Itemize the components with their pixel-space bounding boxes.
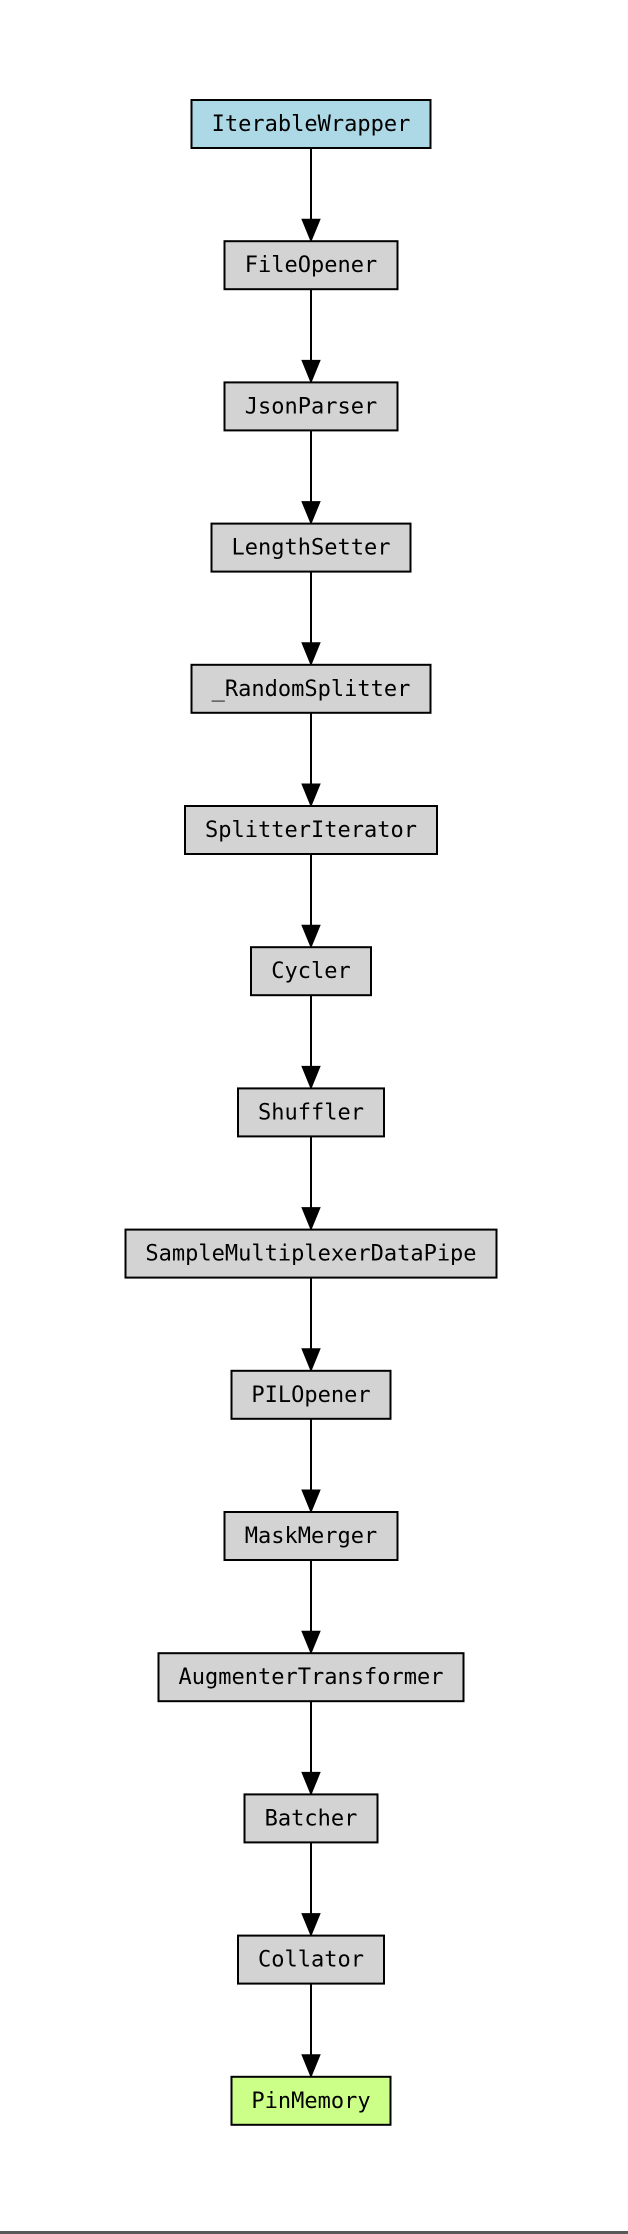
node-box-cycler xyxy=(250,946,372,997)
arrowhead-icon xyxy=(301,642,321,667)
edge-iterable-wrapper-to-file-opener xyxy=(301,148,321,243)
node-sample-multiplexer: SampleMultiplexerDataPipe xyxy=(124,1228,498,1279)
node-box-mask-merger xyxy=(223,1511,399,1561)
arrowhead-icon xyxy=(301,1489,321,1514)
arrowhead-icon xyxy=(301,1913,321,1937)
node-label-file-opener: FileOpener xyxy=(245,253,377,278)
bottom-border xyxy=(0,2231,628,2234)
arrowhead-icon xyxy=(301,501,321,525)
node-label-augmenter-transformer: AugmenterTransformer xyxy=(179,1665,444,1690)
edge-json-parser-to-length-setter xyxy=(301,430,321,525)
node-box-pil-opener xyxy=(230,1369,392,1420)
node-box-pin-memory xyxy=(230,2075,392,2126)
edge-file-opener-to-json-parser xyxy=(301,289,321,384)
node-label-json-parser: JsonParser xyxy=(245,394,377,419)
node-shuffler: Shuffler xyxy=(237,1087,385,1138)
edge-collator-to-pin-memory xyxy=(301,1983,321,2079)
node-label-shuffler: Shuffler xyxy=(258,1100,364,1125)
arrowhead-icon xyxy=(301,359,321,384)
node-file-opener: FileOpener xyxy=(223,240,399,291)
nodes-layer: IterableWrapperFileOpenerJsonParserLengt… xyxy=(124,99,498,2126)
node-label-mask-merger: MaskMerger xyxy=(245,1524,377,1549)
edge-cycler-to-shuffler xyxy=(301,995,321,1090)
node-label-batcher: Batcher xyxy=(265,1806,358,1831)
edge-random-splitter-to-splitter-iterator xyxy=(301,712,321,808)
edge-shuffler-to-sample-multiplexer xyxy=(301,1136,321,1231)
node-random-splitter: _RandomSplitter xyxy=(190,663,432,714)
node-augmenter-transformer: AugmenterTransformer xyxy=(157,1652,465,1703)
node-label-random-splitter: _RandomSplitter xyxy=(212,677,411,702)
node-box-sample-multiplexer xyxy=(124,1228,498,1279)
arrowhead-icon xyxy=(301,1630,321,1655)
arrowhead-icon xyxy=(301,924,321,949)
node-pin-memory: PinMemory xyxy=(230,2075,392,2126)
arrowhead-icon xyxy=(301,1207,321,1231)
arrowhead-icon xyxy=(301,1348,321,1373)
node-box-iterable-wrapper xyxy=(190,99,432,149)
node-box-splitter-iterator xyxy=(184,805,438,855)
edge-length-setter-to-random-splitter xyxy=(301,571,321,667)
node-box-batcher xyxy=(243,1793,379,1844)
node-box-augmenter-transformer xyxy=(157,1652,465,1703)
node-pil-opener: PILOpener xyxy=(230,1369,392,1420)
node-box-collator xyxy=(237,1934,385,1985)
node-label-iterable-wrapper: IterableWrapper xyxy=(212,112,411,137)
node-label-pil-opener: PILOpener xyxy=(251,1383,370,1408)
node-splitter-iterator: SplitterIterator xyxy=(184,805,438,855)
edge-batcher-to-collator xyxy=(301,1842,321,1937)
node-label-sample-multiplexer: SampleMultiplexerDataPipe xyxy=(145,1242,476,1267)
node-box-file-opener xyxy=(223,240,399,291)
arrowhead-icon xyxy=(301,1771,321,1796)
edge-splitter-iterator-to-cycler xyxy=(301,854,321,949)
node-iterable-wrapper: IterableWrapper xyxy=(190,99,432,149)
arrowhead-icon xyxy=(301,1065,321,1090)
arrowhead-icon xyxy=(301,2054,321,2079)
node-box-length-setter xyxy=(210,522,412,573)
edge-pil-opener-to-mask-merger xyxy=(301,1418,321,1514)
arrowhead-icon xyxy=(301,783,321,808)
node-mask-merger: MaskMerger xyxy=(223,1511,399,1561)
arrowhead-icon xyxy=(301,218,321,243)
node-batcher: Batcher xyxy=(243,1793,379,1844)
node-label-splitter-iterator: SplitterIterator xyxy=(205,818,417,843)
edge-augmenter-transformer-to-batcher xyxy=(301,1701,321,1796)
edge-sample-multiplexer-to-pil-opener xyxy=(301,1277,321,1373)
node-label-length-setter: LengthSetter xyxy=(232,536,391,561)
node-label-cycler: Cycler xyxy=(271,959,350,984)
node-label-collator: Collator xyxy=(258,1948,364,1973)
node-collator: Collator xyxy=(237,1934,385,1985)
node-box-json-parser xyxy=(223,381,399,432)
node-length-setter: LengthSetter xyxy=(210,522,412,573)
edge-mask-merger-to-augmenter-transformer xyxy=(301,1560,321,1655)
edges-layer xyxy=(301,148,321,2079)
node-json-parser: JsonParser xyxy=(223,381,399,432)
node-box-random-splitter xyxy=(190,663,432,714)
node-cycler: Cycler xyxy=(250,946,372,997)
node-label-pin-memory: PinMemory xyxy=(251,2089,370,2114)
node-box-shuffler xyxy=(237,1087,385,1138)
